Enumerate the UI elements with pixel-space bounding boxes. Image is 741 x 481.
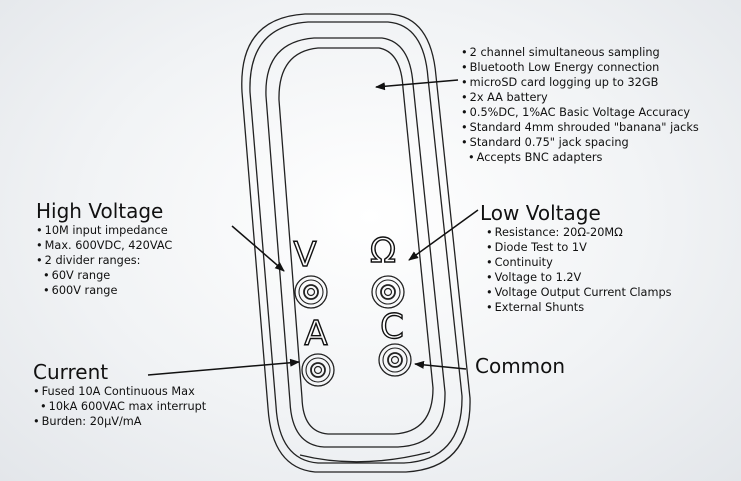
jack-letter-a: A <box>304 314 327 354</box>
low-voltage-arrow <box>408 209 479 261</box>
jack-letter-v: V <box>293 235 316 275</box>
device-shell-contour <box>249 21 463 464</box>
jacks <box>294 275 412 387</box>
feature-item: Standard 4mm shrouded "banana" jacks <box>461 120 699 135</box>
device-body <box>241 13 471 473</box>
high-voltage-item: Max. 600VDC, 420VAC <box>36 238 173 253</box>
high-voltage-subitem: 600V range <box>36 283 172 298</box>
low-voltage-item: Diode Test to 1V <box>486 240 672 255</box>
jack-v <box>294 275 328 309</box>
low-voltage-item: Voltage to 1.2V <box>486 270 672 285</box>
feature-item: 2 channel simultaneous sampling <box>461 45 699 60</box>
jack-ohm <box>371 275 405 309</box>
jack-letter-c: C <box>380 307 404 347</box>
common-title: Common <box>475 354 566 378</box>
device-inner-lip <box>265 37 446 448</box>
features-arrow <box>375 79 459 91</box>
high-voltage-list: 10M input impedance Max. 600VDC, 420VAC … <box>36 223 173 298</box>
current-list: Fused 10A Continuous Max 10kA 600VAC max… <box>33 384 207 429</box>
feature-item: 0.5%DC, 1%AC Basic Voltage Accuracy <box>461 105 699 120</box>
jack-c <box>378 343 412 377</box>
low-voltage-item: Voltage Output Current Clamps <box>486 285 672 300</box>
current-item: Burden: 20µV/mA <box>33 414 206 429</box>
high-voltage-subitem: 60V range <box>36 268 172 283</box>
device-face-plate <box>278 47 434 435</box>
feature-item: Standard 0.75" jack spacing <box>461 135 699 150</box>
features-list: 2 channel simultaneous sampling Bluetoot… <box>461 45 699 165</box>
high-voltage-item: 2 divider ranges: <box>36 253 172 268</box>
high-voltage-section: High Voltage 10M input impedance Max. 60… <box>36 199 172 298</box>
current-item: Fused 10A Continuous Max <box>33 384 206 399</box>
low-voltage-item: Resistance: 20Ω-20MΩ <box>486 225 672 240</box>
feature-item: microSD card logging up to 32GB <box>461 75 699 90</box>
low-voltage-list: Resistance: 20Ω-20MΩ Diode Test to 1V Co… <box>480 225 672 315</box>
high-voltage-item: 10M input impedance <box>36 223 172 238</box>
current-section: Current Fused 10A Continuous Max 10kA 60… <box>33 360 206 429</box>
jack-letters: V Ω A C <box>293 230 405 354</box>
current-title: Current <box>33 360 109 384</box>
low-voltage-section: Low Voltage Resistance: 20Ω-20MΩ Diode T… <box>480 201 672 315</box>
low-voltage-title: Low Voltage <box>480 201 601 225</box>
low-voltage-item: Continuity <box>486 255 672 270</box>
jack-a <box>301 353 335 387</box>
common-arrow <box>414 360 467 370</box>
feature-subitem: Accepts BNC adapters <box>461 150 699 165</box>
current-arrow <box>147 358 300 376</box>
feature-item: 2x AA battery <box>461 90 699 105</box>
high-voltage-arrow <box>231 225 285 272</box>
low-voltage-item: External Shunts <box>486 300 672 315</box>
feature-item: Bluetooth Low Energy connection <box>461 60 699 75</box>
high-voltage-title: High Voltage <box>36 199 164 223</box>
current-subitem: 10kA 600VAC max interrupt <box>33 399 207 414</box>
jack-letter-ohm: Ω <box>370 231 396 271</box>
device-outer-shell <box>241 13 471 473</box>
